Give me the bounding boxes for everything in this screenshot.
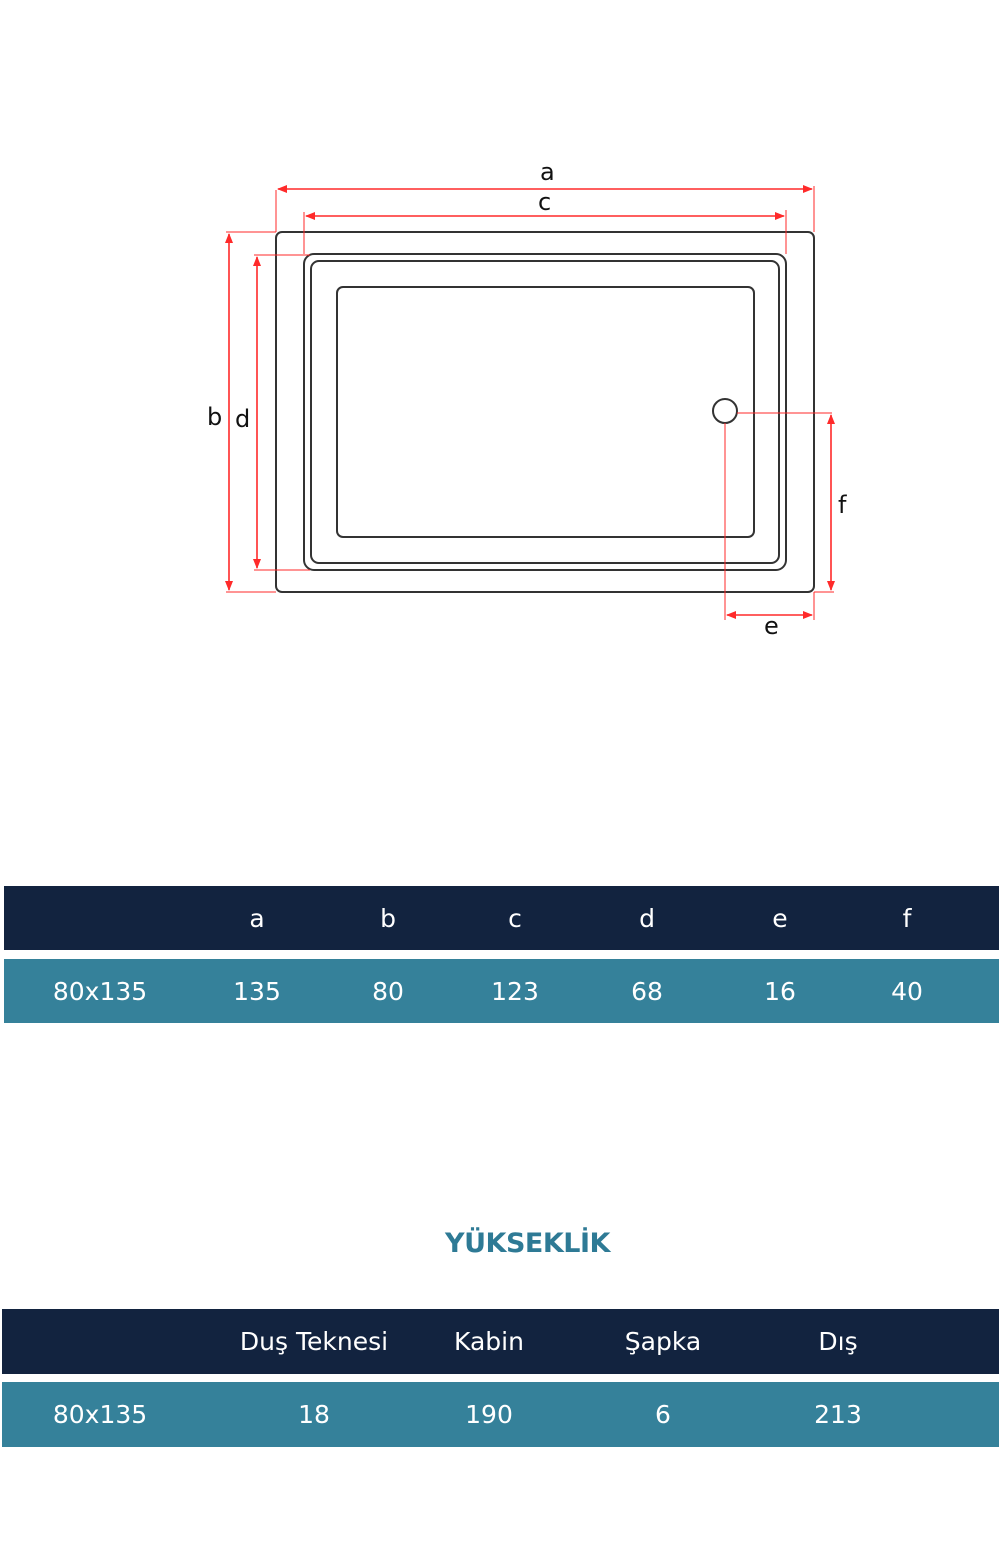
header-b: b: [380, 903, 396, 933]
label-c: c: [538, 188, 551, 216]
shower-tray-diagram: a c b d f e: [207, 158, 847, 640]
header-a: a: [249, 903, 265, 933]
cell-outer: 213: [814, 1400, 862, 1429]
cell-a: 135: [233, 976, 281, 1006]
label-a: a: [540, 158, 555, 186]
cell-cap: 6: [655, 1400, 671, 1429]
drain-icon: [712, 398, 738, 424]
height-table-row: 80x135 18 190 6 213: [2, 1382, 999, 1447]
cell-f: 40: [891, 976, 923, 1006]
cell-tray: 18: [298, 1400, 330, 1429]
dimensions-table-header: a b c d e f: [4, 886, 999, 950]
label-d: d: [235, 405, 250, 433]
header-d: d: [639, 903, 655, 933]
header-tray: Duş Teknesi: [239, 1327, 389, 1356]
header-cap: Şapka: [624, 1327, 702, 1356]
cell-cabin: 190: [465, 1400, 513, 1429]
cell-d: 68: [631, 976, 663, 1006]
height-section-title: YÜKSEKLİK: [445, 1228, 610, 1259]
label-e: e: [764, 612, 779, 640]
label-f: f: [838, 491, 847, 519]
cell-e: 16: [764, 976, 796, 1006]
header-cabin: Kabin: [454, 1327, 524, 1356]
cell-c: 123: [491, 976, 539, 1006]
label-b: b: [207, 403, 222, 431]
header-e: e: [772, 903, 788, 933]
cell-size: 80x135: [52, 1400, 148, 1429]
cell-size: 80x135: [52, 976, 148, 1006]
dimension-lines: [225, 185, 835, 620]
height-table-header: Duş Teknesi Kabin Şapka Dış: [2, 1309, 999, 1374]
tray-outline: [275, 231, 815, 593]
header-c: c: [508, 903, 522, 933]
header-outer: Dış: [818, 1327, 858, 1356]
dimensions-table-row: 80x135 135 80 123 68 16 40: [4, 959, 999, 1023]
cell-b: 80: [372, 976, 404, 1006]
header-f: f: [902, 903, 912, 933]
